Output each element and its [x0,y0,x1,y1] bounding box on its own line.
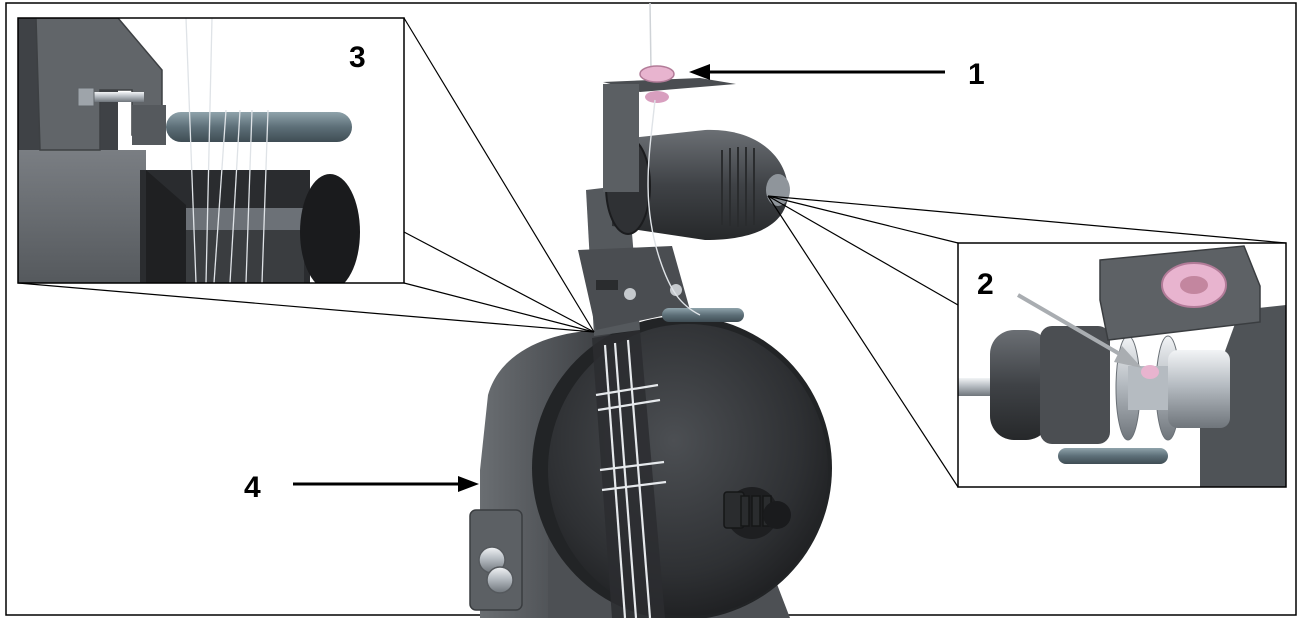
tension-knob-ridges [721,147,755,227]
detail2-frame [957,242,1287,488]
callout-2-arrow-line [1016,293,1132,362]
callout-4-label: 4 [244,471,261,504]
callout-2-label: 2 [977,268,994,301]
detail3-bracket-foot [132,105,166,145]
detail-view-2 [767,195,1287,488]
detail3-guide-rod [166,112,352,142]
detail2-leader-lines [767,195,1287,488]
mounting-screw-lower [486,566,514,594]
callout-2-arrow-head [1114,346,1142,368]
thread-guide-eyelet [639,65,675,83]
incoming-thread [649,2,652,71]
callout-1-arrow-icon [689,64,710,80]
detail3-adjust-screw [84,92,144,102]
detail3-hex-nut [77,87,95,107]
post-bolt-right [670,284,682,296]
bobbin-winder [469,2,832,618]
detail2-guide-rod [1058,448,1168,464]
bobbin-disc [548,324,828,616]
post-bolt-left [624,288,636,300]
detail2-tension-knob [990,330,1050,440]
detail2-support-column [1200,305,1286,487]
callout-1-label: 1 [968,58,985,91]
tension-discs [1141,365,1159,379]
spindle-cap [763,501,791,529]
detail2-threaded-shaft [958,378,998,396]
thread-path [647,99,701,316]
detail3-leader-lines [17,17,595,333]
callout-3-label: 3 [349,41,366,74]
callout-1 [689,64,945,80]
callout-4-arrow-icon [458,476,479,492]
detail3-frame [17,17,405,284]
bobbin-guide-bar [662,308,744,322]
tension-assembly [612,129,789,240]
detail3-housing-wall [18,150,146,283]
detail3-threads [185,18,269,283]
thread-guide-eyelet-lower [645,91,669,103]
detail2-chrome-sleeve [1168,350,1230,428]
post-slot [596,280,618,290]
callout-4 [293,476,479,492]
detail-view-3 [17,17,595,333]
guide-plate-arm [603,84,639,192]
detail3-bobbin-flange [300,174,360,283]
wound-thread-lines [595,339,667,618]
